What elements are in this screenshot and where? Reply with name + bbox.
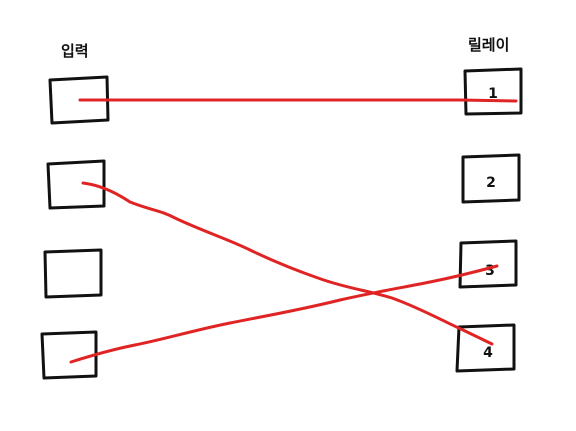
relay-heading: 릴레이 [468,36,510,54]
relay-label-2: 2 [486,175,496,191]
wire-input1-relay1 [78,98,518,103]
relay-box-2 [461,153,521,204]
input-box-3 [43,248,103,299]
relay-label-3: 3 [485,263,495,279]
relay-label-4: 4 [483,345,493,361]
relay-box-4 [455,323,516,373]
wire-input2-relay4 [81,181,494,346]
input-box-4 [40,330,98,380]
input-box-2 [46,159,106,210]
input-box-1 [48,75,110,125]
wire-input4-relay3 [69,264,499,364]
relay-box-3 [458,239,518,289]
input-heading: 입력 [61,42,89,60]
relay-label-1: 1 [488,86,498,102]
